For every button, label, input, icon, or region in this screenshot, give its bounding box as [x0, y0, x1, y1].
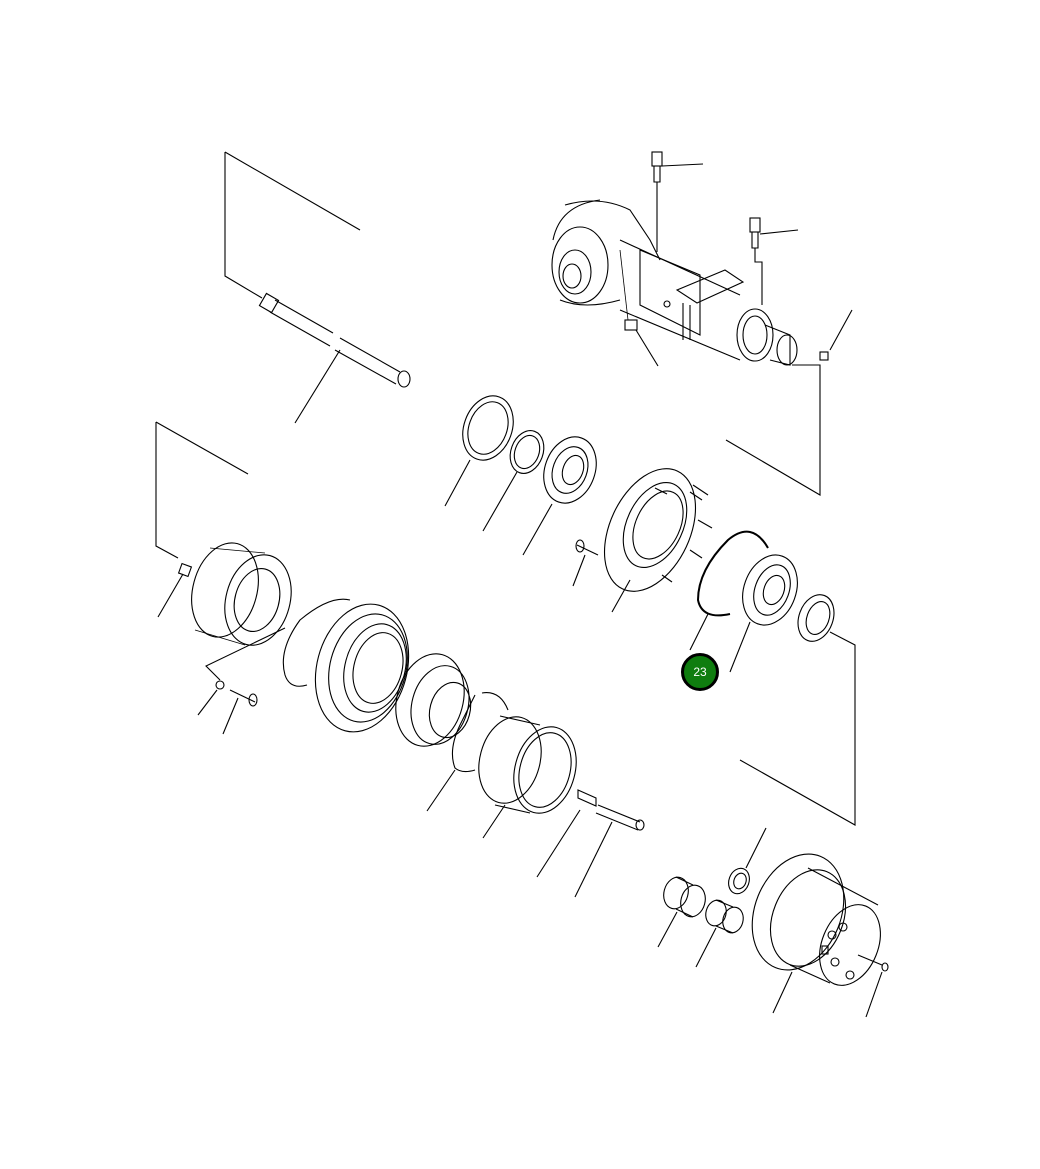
breather-plug [624, 319, 659, 367]
leader-bracket-housing [725, 364, 821, 496]
housing-screw [857, 954, 889, 1018]
brake-piston [314, 603, 410, 733]
snap-ring-large [282, 598, 351, 687]
callout-label: 23 [693, 665, 707, 679]
internal-gear [478, 715, 577, 839]
spacer-ring [482, 430, 545, 532]
drain-plug [819, 309, 853, 361]
hub-plug [157, 562, 193, 618]
seal-ring [444, 395, 514, 507]
leader-bracket-hub [155, 421, 249, 475]
stud-bolts [611, 579, 631, 613]
planet-carrier [395, 653, 472, 747]
flange-bolt [572, 539, 599, 587]
drive-shaft [224, 151, 411, 424]
o-ring [689, 530, 769, 651]
bushing [536, 789, 597, 878]
thrust-washer [728, 867, 750, 895]
bearing-cage-flange [603, 468, 713, 592]
leader-thrust-washer [745, 827, 767, 869]
oil-seal [739, 594, 856, 826]
speed-sensor-upper [651, 151, 704, 252]
ring-gear-hub [191, 542, 292, 681]
washer [197, 680, 225, 716]
ball-bearing-outer [729, 554, 798, 673]
ball-bearing-inner [522, 436, 597, 556]
planet-gear-large [657, 876, 706, 948]
leader-bracket-hub-side [155, 422, 179, 559]
pin-shaft [574, 804, 645, 898]
speed-sensor-lower [749, 217, 799, 305]
planet-gear-small [695, 899, 744, 968]
snap-ring-small [426, 692, 509, 812]
axle-housing [551, 199, 798, 366]
motor-housing [751, 853, 881, 1014]
hub-bolt [222, 689, 258, 735]
callout-23[interactable]: 23 [681, 653, 719, 691]
